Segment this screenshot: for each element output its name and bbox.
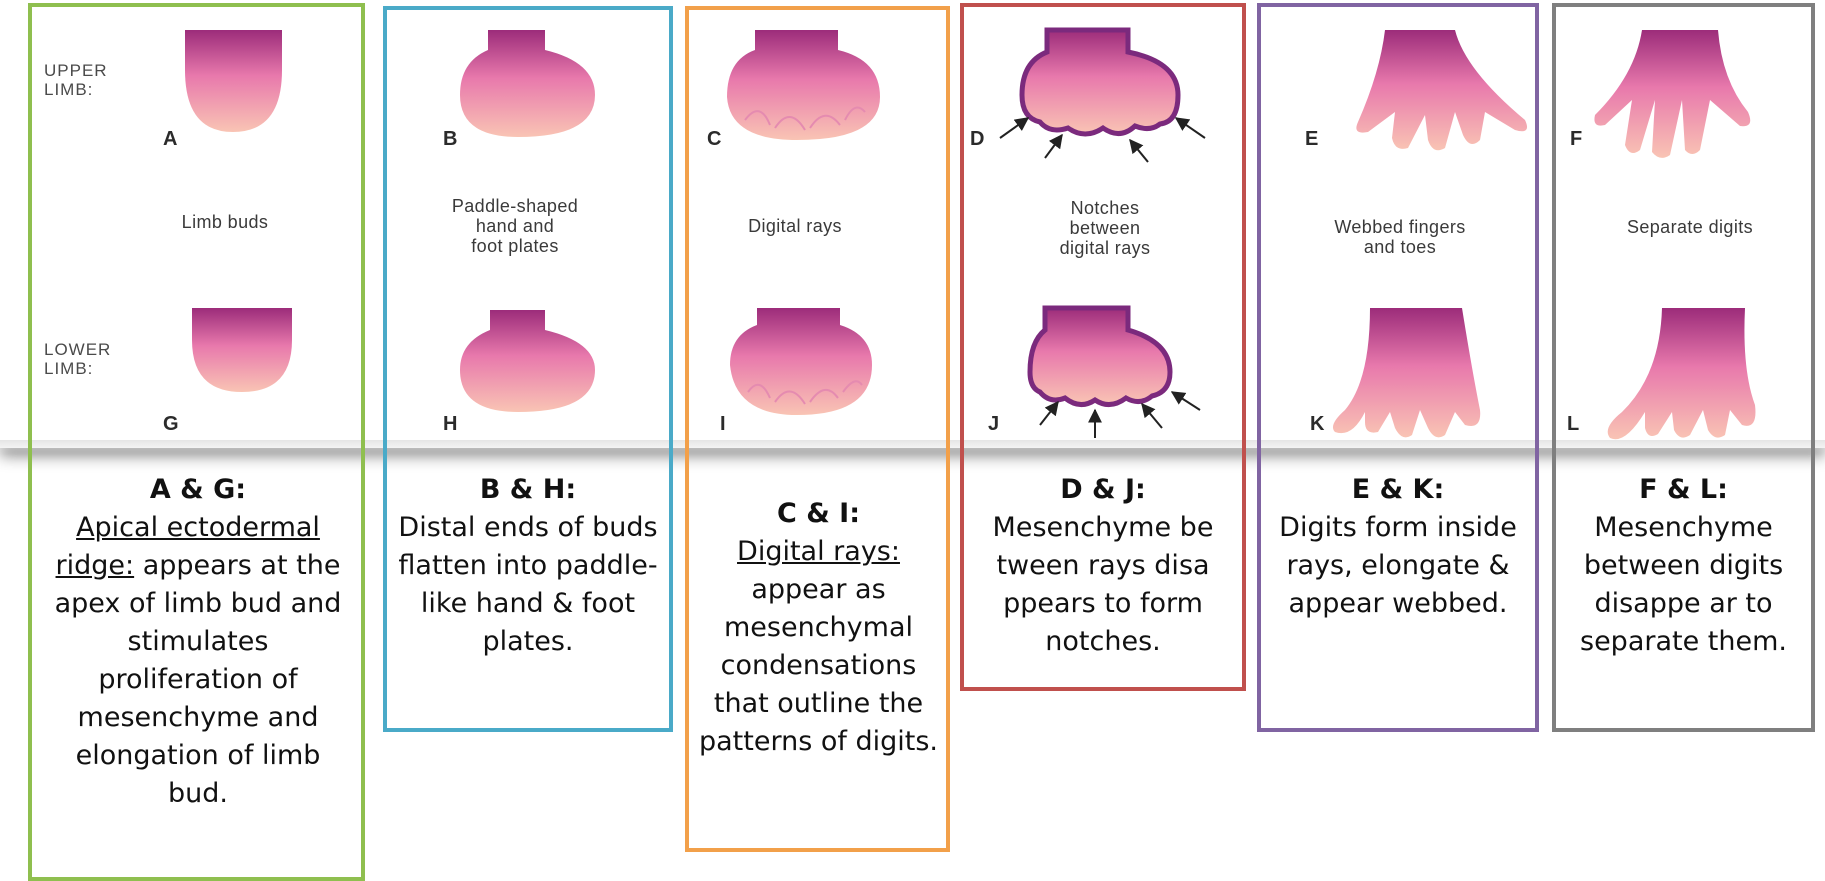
caption-stage-e-k: E & K:Digits form inside rays, elongate …: [1267, 471, 1529, 623]
caption-title-d-j: D & J:: [972, 471, 1234, 509]
caption-text-c-i: appear as mesenchymal condensations that…: [699, 574, 938, 757]
caption-text-b-h: Distal ends of buds flatten into paddle-…: [398, 512, 657, 657]
caption-stage-f-l: F & L:Mesenchyme between digits disappe …: [1562, 471, 1805, 661]
caption-text-f-l: Mesenchyme between digits disappe ar to …: [1580, 512, 1787, 657]
caption-text-d-j: Mesenchyme be tween rays disa ppears to …: [993, 512, 1214, 657]
caption-title-b-h: B & H:: [393, 471, 663, 509]
caption-title-c-i: C & I:: [697, 495, 940, 533]
caption-stage-b-h: B & H:Distal ends of buds flatten into p…: [393, 471, 663, 661]
caption-term-digital-rays: Digital rays:: [737, 536, 900, 567]
caption-stage-c-i: C & I:Digital rays: appear as mesenchyma…: [697, 495, 940, 761]
caption-text-a-g: appears at the apex of limb bud and stim…: [55, 550, 342, 809]
caption-stage-a-g: A & G:Apical ectodermal ridge: appears a…: [48, 471, 348, 813]
caption-title-f-l: F & L:: [1562, 471, 1805, 509]
caption-stage-d-j: D & J:Mesenchyme be tween rays disa ppea…: [972, 471, 1234, 661]
caption-title-e-k: E & K:: [1267, 471, 1529, 509]
caption-title-a-g: A & G:: [48, 471, 348, 509]
caption-text-e-k: Digits form inside rays, elongate & appe…: [1279, 512, 1517, 619]
